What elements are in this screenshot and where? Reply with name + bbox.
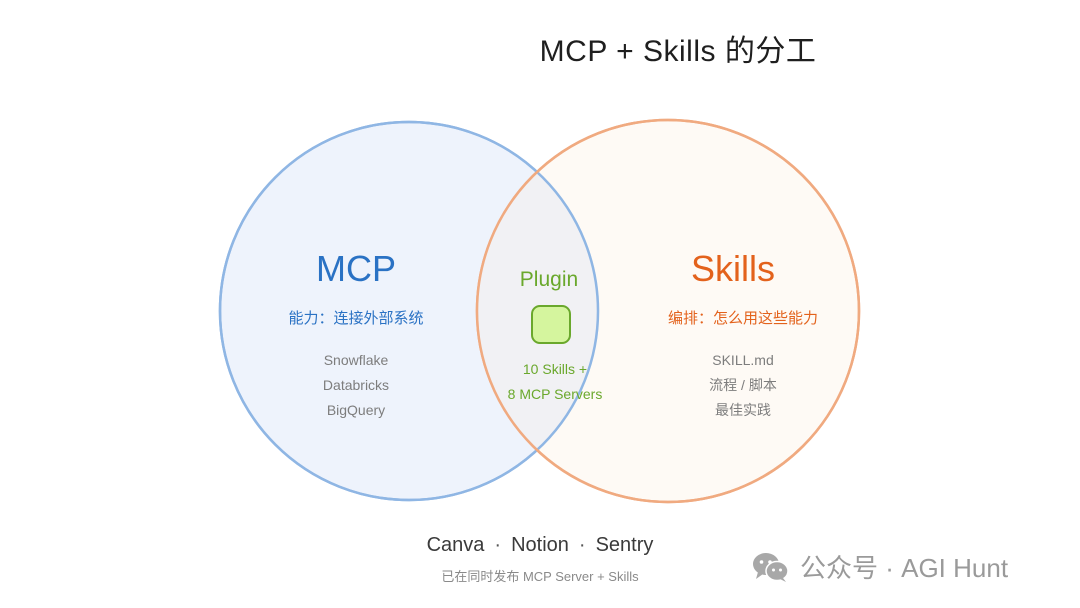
- mcp-item: Snowflake: [323, 352, 389, 368]
- mcp-label: MCP: [316, 248, 396, 289]
- skills-item: 最佳实践: [715, 402, 771, 418]
- mcp-item: Databricks: [322, 377, 390, 393]
- partner-sentry: Sentry: [595, 534, 654, 556]
- plugin-item: 10 Skills +: [522, 361, 588, 377]
- skills-items: SKILL.md 流程 / 脚本 最佳实践: [643, 348, 843, 423]
- separator: ·: [578, 534, 586, 556]
- wechat-icon: [753, 552, 789, 582]
- plugin-item: 8 MCP Servers: [507, 386, 603, 402]
- watermark: 公众号 · AGI Hunt: [752, 548, 1008, 585]
- mcp-item: BigQuery: [326, 402, 386, 418]
- skills-subtitle: 编排：怎么用这些能力: [667, 310, 818, 327]
- skills-item: 流程 / 脚本: [709, 377, 777, 393]
- plugin-label: Plugin: [519, 268, 579, 291]
- watermark-text: 公众号 · AGI Hunt: [800, 553, 1009, 583]
- plugin-items: 10 Skills + 8 MCP Servers: [470, 357, 640, 407]
- separator: ·: [494, 534, 502, 556]
- mcp-items: Snowflake Databricks BigQuery: [256, 348, 456, 423]
- partner-notion: Notion: [511, 534, 569, 556]
- partner-list: Canva · Notion · Sentry: [340, 534, 740, 557]
- skills-item: SKILL.md: [712, 352, 774, 368]
- skills-label: Skills: [690, 248, 775, 289]
- partner-canva: Canva: [426, 534, 485, 556]
- release-note: 已在同时发布 MCP Server + Skills: [441, 569, 639, 584]
- mcp-subtitle: 能力：连接外部系统: [288, 310, 424, 327]
- rounded-square-icon: [531, 305, 571, 344]
- page-title: MCP + Skills 的分工: [539, 35, 817, 68]
